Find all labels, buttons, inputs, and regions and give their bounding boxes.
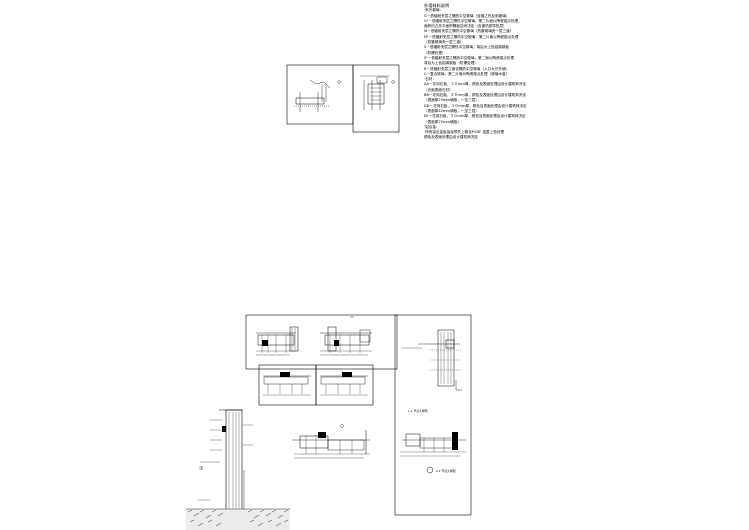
notes-line: AA－花岗石板，３０ｍｍ厚，颜色及表面处理由设计建筑师决定 bbox=[424, 82, 527, 87]
detail-sheet-top bbox=[286, 64, 400, 133]
notes-line: （表面厚70ｍｍ铺板） bbox=[424, 119, 461, 124]
notes-line: M¹－低辐射夹层之隔热中空玻璃，第二片面以陶瓷熔点处理 bbox=[424, 34, 519, 39]
notes-heading: 外墙材料说明 bbox=[424, 3, 450, 8]
notes-line: ·所有铝合金板皆经预先上粗化PVDF 金属上色处理 bbox=[424, 130, 505, 135]
material-notes: 外墙材料说明 ·采光玻璃： G－低辐射夹层之隔热中空玻璃（含镀之热反射玻璃） G… bbox=[424, 3, 664, 141]
notes-line: （热管玻璃夹一层三道） bbox=[424, 40, 464, 45]
notes-line: （光面表面石材） bbox=[424, 87, 453, 92]
detail-mid-section bbox=[292, 424, 370, 459]
notes-line: S¹－低辐射夹层之隔热中空玻璃，第二面以陶瓷熔点处理 bbox=[424, 55, 514, 60]
notes-line: DD－花岗石板，３０ｍｍ厚，颜色及表面处理由设计建筑师决定 bbox=[424, 103, 527, 108]
notes-line: 背后为上色铝钢钢板（防爆处理） bbox=[424, 61, 478, 66]
notes-line: ·采光玻璃： bbox=[424, 8, 444, 13]
ground-hatch bbox=[186, 508, 290, 530]
notes-line: G¹－低辐射夹层之隔热中空玻璃，第二片面以陶瓷熔点处理， bbox=[424, 18, 522, 23]
detail-sheet-bottom bbox=[245, 314, 472, 516]
notes-line: 颜色及表面处理由设计建筑师决定 bbox=[424, 135, 478, 140]
notes-line: ·铝合金： bbox=[424, 124, 440, 129]
detail-caption-2: 2-2 节点大样图 bbox=[436, 469, 456, 473]
notes-line: （表面厚70ｍｍ铺板，一至三层） bbox=[424, 98, 479, 103]
notes-line: M－低辐射夹层之隔热中空玻璃（热管玻璃夹一层三道） bbox=[424, 29, 514, 34]
notes-line: EE－花岗石板，３０ｍｍ厚，颜色及表面处理由设计建筑师决定 bbox=[424, 114, 526, 119]
notes-line: ·石材： bbox=[424, 77, 436, 82]
detail-caption-1: 1-1 节点大样图 bbox=[408, 409, 428, 413]
wall-section-left bbox=[198, 409, 253, 516]
notes-line: R－低辐射夹层之钢化隔热中空玻璃（入口大厅外墙） bbox=[424, 66, 510, 71]
notes-line: BB－花岗石板，３０ｍｍ厚，颜色及表面处理由设计建筑师决定 bbox=[424, 93, 526, 98]
notes-line: C－复合玻璃，第二片面为陶瓷熔点处理（玻璃木窗） bbox=[424, 71, 510, 76]
notes-line: （表面厚42ｍｍ铺板，一至三层） bbox=[424, 108, 479, 113]
notes-line: 面积约占总平面积隔板空间决定（含镀热型导热层） bbox=[424, 24, 507, 29]
notes-line: （防爆处理） bbox=[424, 50, 446, 55]
notes-line: S－低辐射夹层之隔热中空玻璃，背后为上色铝钢钢板 bbox=[424, 45, 509, 50]
notes-line: G－低辐射夹层之隔热中空玻璃（含镀之热反射玻璃） bbox=[424, 13, 510, 18]
ground-marker: ① bbox=[199, 466, 204, 472]
